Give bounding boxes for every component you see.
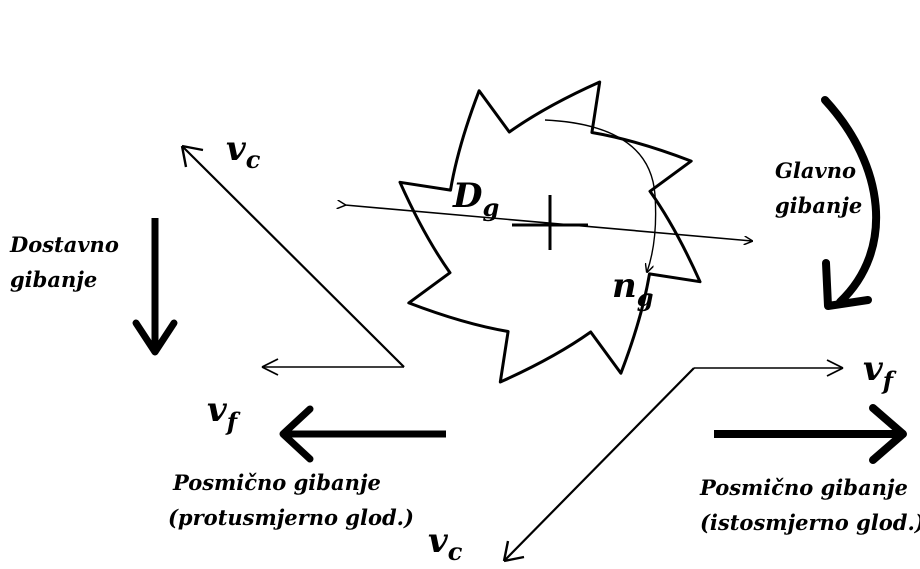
posmicno-left-bold-arrow: [279, 405, 446, 463]
glavno-curved-arrow: [821, 96, 881, 310]
vc-bottom-arrow: [503, 367, 695, 562]
posmicno-left-label-line1: Posmično gibanje: [172, 470, 381, 495]
vc-top-label: vc: [226, 129, 261, 174]
diameter-line: [345, 205, 752, 241]
posmicno-right-label-line2: (istosmjerno glod.): [700, 510, 920, 535]
dostavno-label-line1: Dostavno: [9, 232, 119, 257]
vc-bottom-label: vc: [428, 521, 463, 566]
glavno-label-line1: Glavno: [775, 158, 856, 183]
posmicno-left-label-line2: (protusmjerno glod.): [168, 505, 414, 530]
posmicno-right-label-line1: Posmično gibanje: [699, 475, 908, 500]
dostavno-label-line2: gibanje: [10, 267, 97, 292]
glavno-label-line2: gibanje: [775, 193, 862, 218]
rotation-arc: [544, 119, 657, 272]
dostavno-down-arrow: [132, 218, 178, 356]
dg-label: Dg: [452, 176, 499, 222]
vf-left-label: vf: [207, 390, 241, 436]
ng-label: ng: [612, 266, 654, 312]
vf-right-label: vf: [863, 349, 897, 395]
posmicno-right-bold-arrow: [714, 404, 907, 464]
vc-top-arrow: [181, 145, 405, 368]
